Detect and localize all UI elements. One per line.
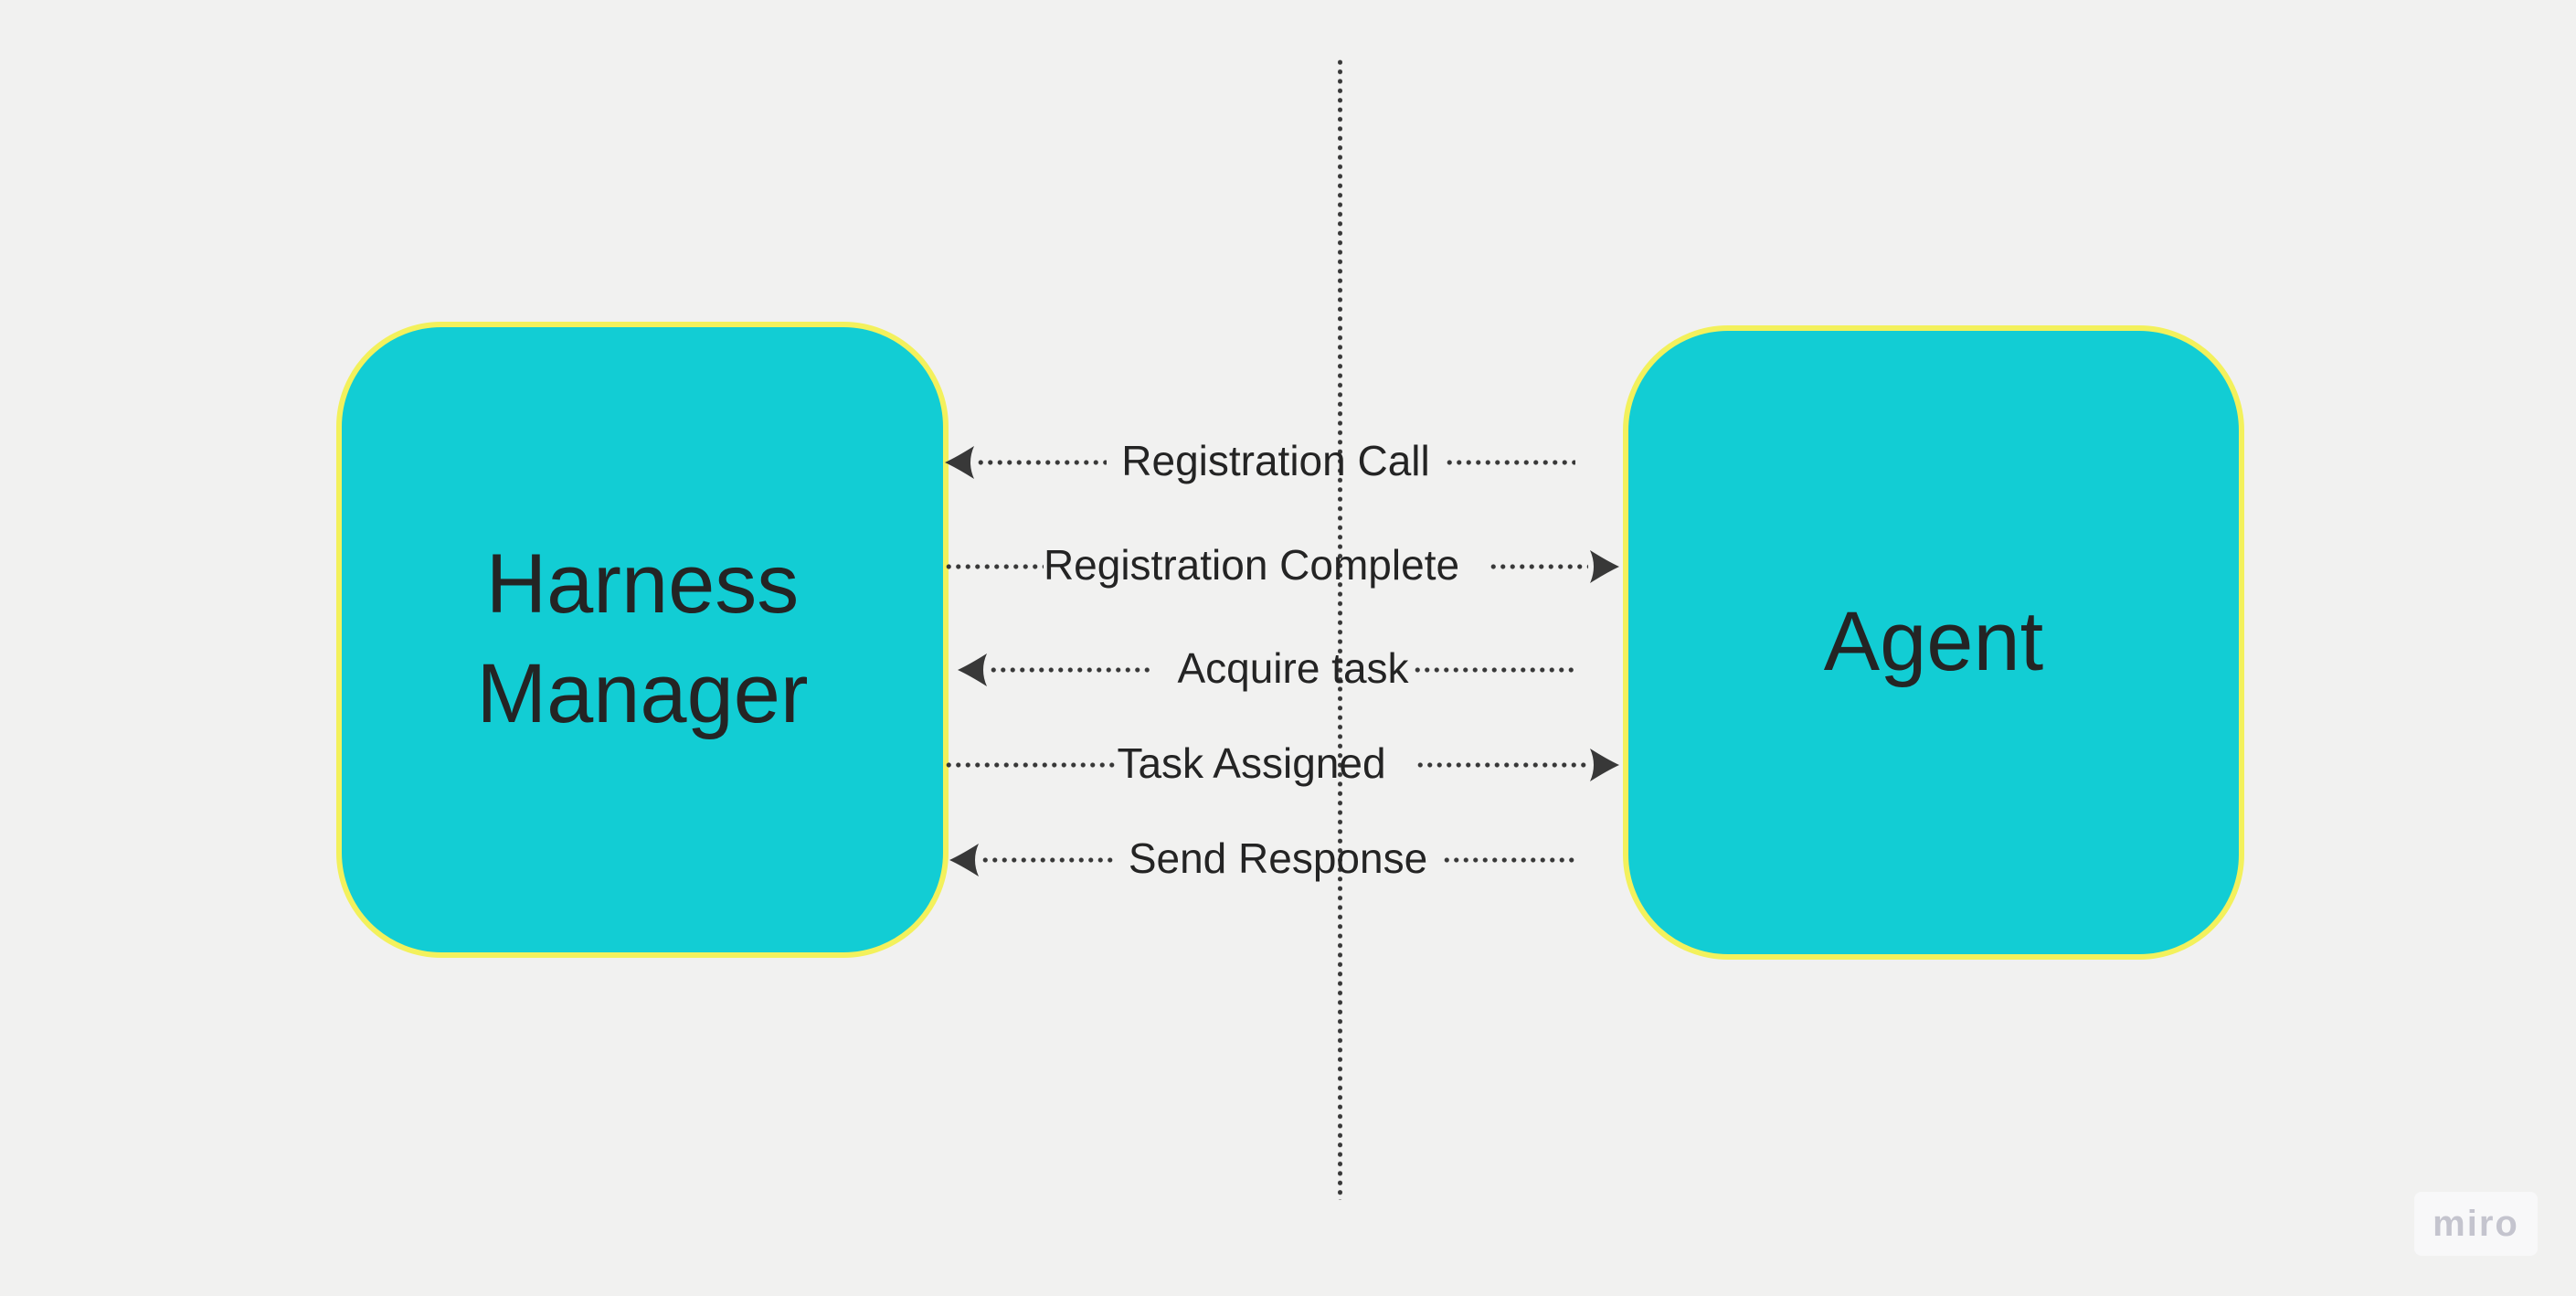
miro-watermark: miro bbox=[2414, 1192, 2538, 1256]
dotted-connector-line bbox=[1442, 857, 1576, 863]
actor-label: Agent bbox=[1823, 595, 2044, 689]
message-row-registration-complete[interactable]: Registration Complete bbox=[944, 541, 1621, 592]
arrowhead-right-icon bbox=[1590, 550, 1620, 583]
lifeline-dotted-divider bbox=[1338, 58, 1342, 1200]
dotted-connector-line bbox=[976, 460, 1108, 465]
dotted-connector-line bbox=[989, 667, 1152, 673]
arrowhead-right-icon bbox=[1590, 749, 1619, 781]
message-label: Task Assigned bbox=[1117, 739, 1386, 787]
message-row-send-response[interactable]: Send Response bbox=[948, 834, 1599, 886]
dotted-connector-line bbox=[1444, 460, 1576, 465]
dotted-connector-line bbox=[1415, 762, 1588, 768]
arrowhead-left-icon bbox=[945, 446, 974, 479]
actor-label: Harness Manager bbox=[476, 537, 809, 740]
dotted-connector-line bbox=[944, 564, 1044, 569]
message-label: Registration Complete bbox=[1043, 541, 1460, 589]
actor-box-harness-manager[interactable]: Harness Manager bbox=[336, 322, 949, 958]
actor-box-agent[interactable]: Agent bbox=[1623, 325, 2244, 960]
message-label: Registration Call bbox=[1121, 437, 1430, 484]
message-label: Send Response bbox=[1128, 834, 1428, 882]
dotted-connector-line bbox=[1489, 564, 1589, 569]
message-row-task-assigned[interactable]: Task Assigned bbox=[944, 739, 1621, 791]
arrowhead-left-icon bbox=[949, 844, 979, 876]
dotted-connector-line bbox=[1412, 667, 1575, 673]
message-label: Acquire task bbox=[1177, 644, 1409, 692]
arrowhead-left-icon bbox=[958, 653, 987, 686]
message-row-registration-call[interactable]: Registration Call bbox=[943, 437, 1599, 488]
message-row-acquire-task[interactable]: Acquire task bbox=[956, 644, 1599, 696]
dotted-connector-line bbox=[944, 762, 1118, 768]
dotted-connector-line bbox=[981, 857, 1114, 863]
miro-watermark-label: miro bbox=[2433, 1203, 2519, 1244]
